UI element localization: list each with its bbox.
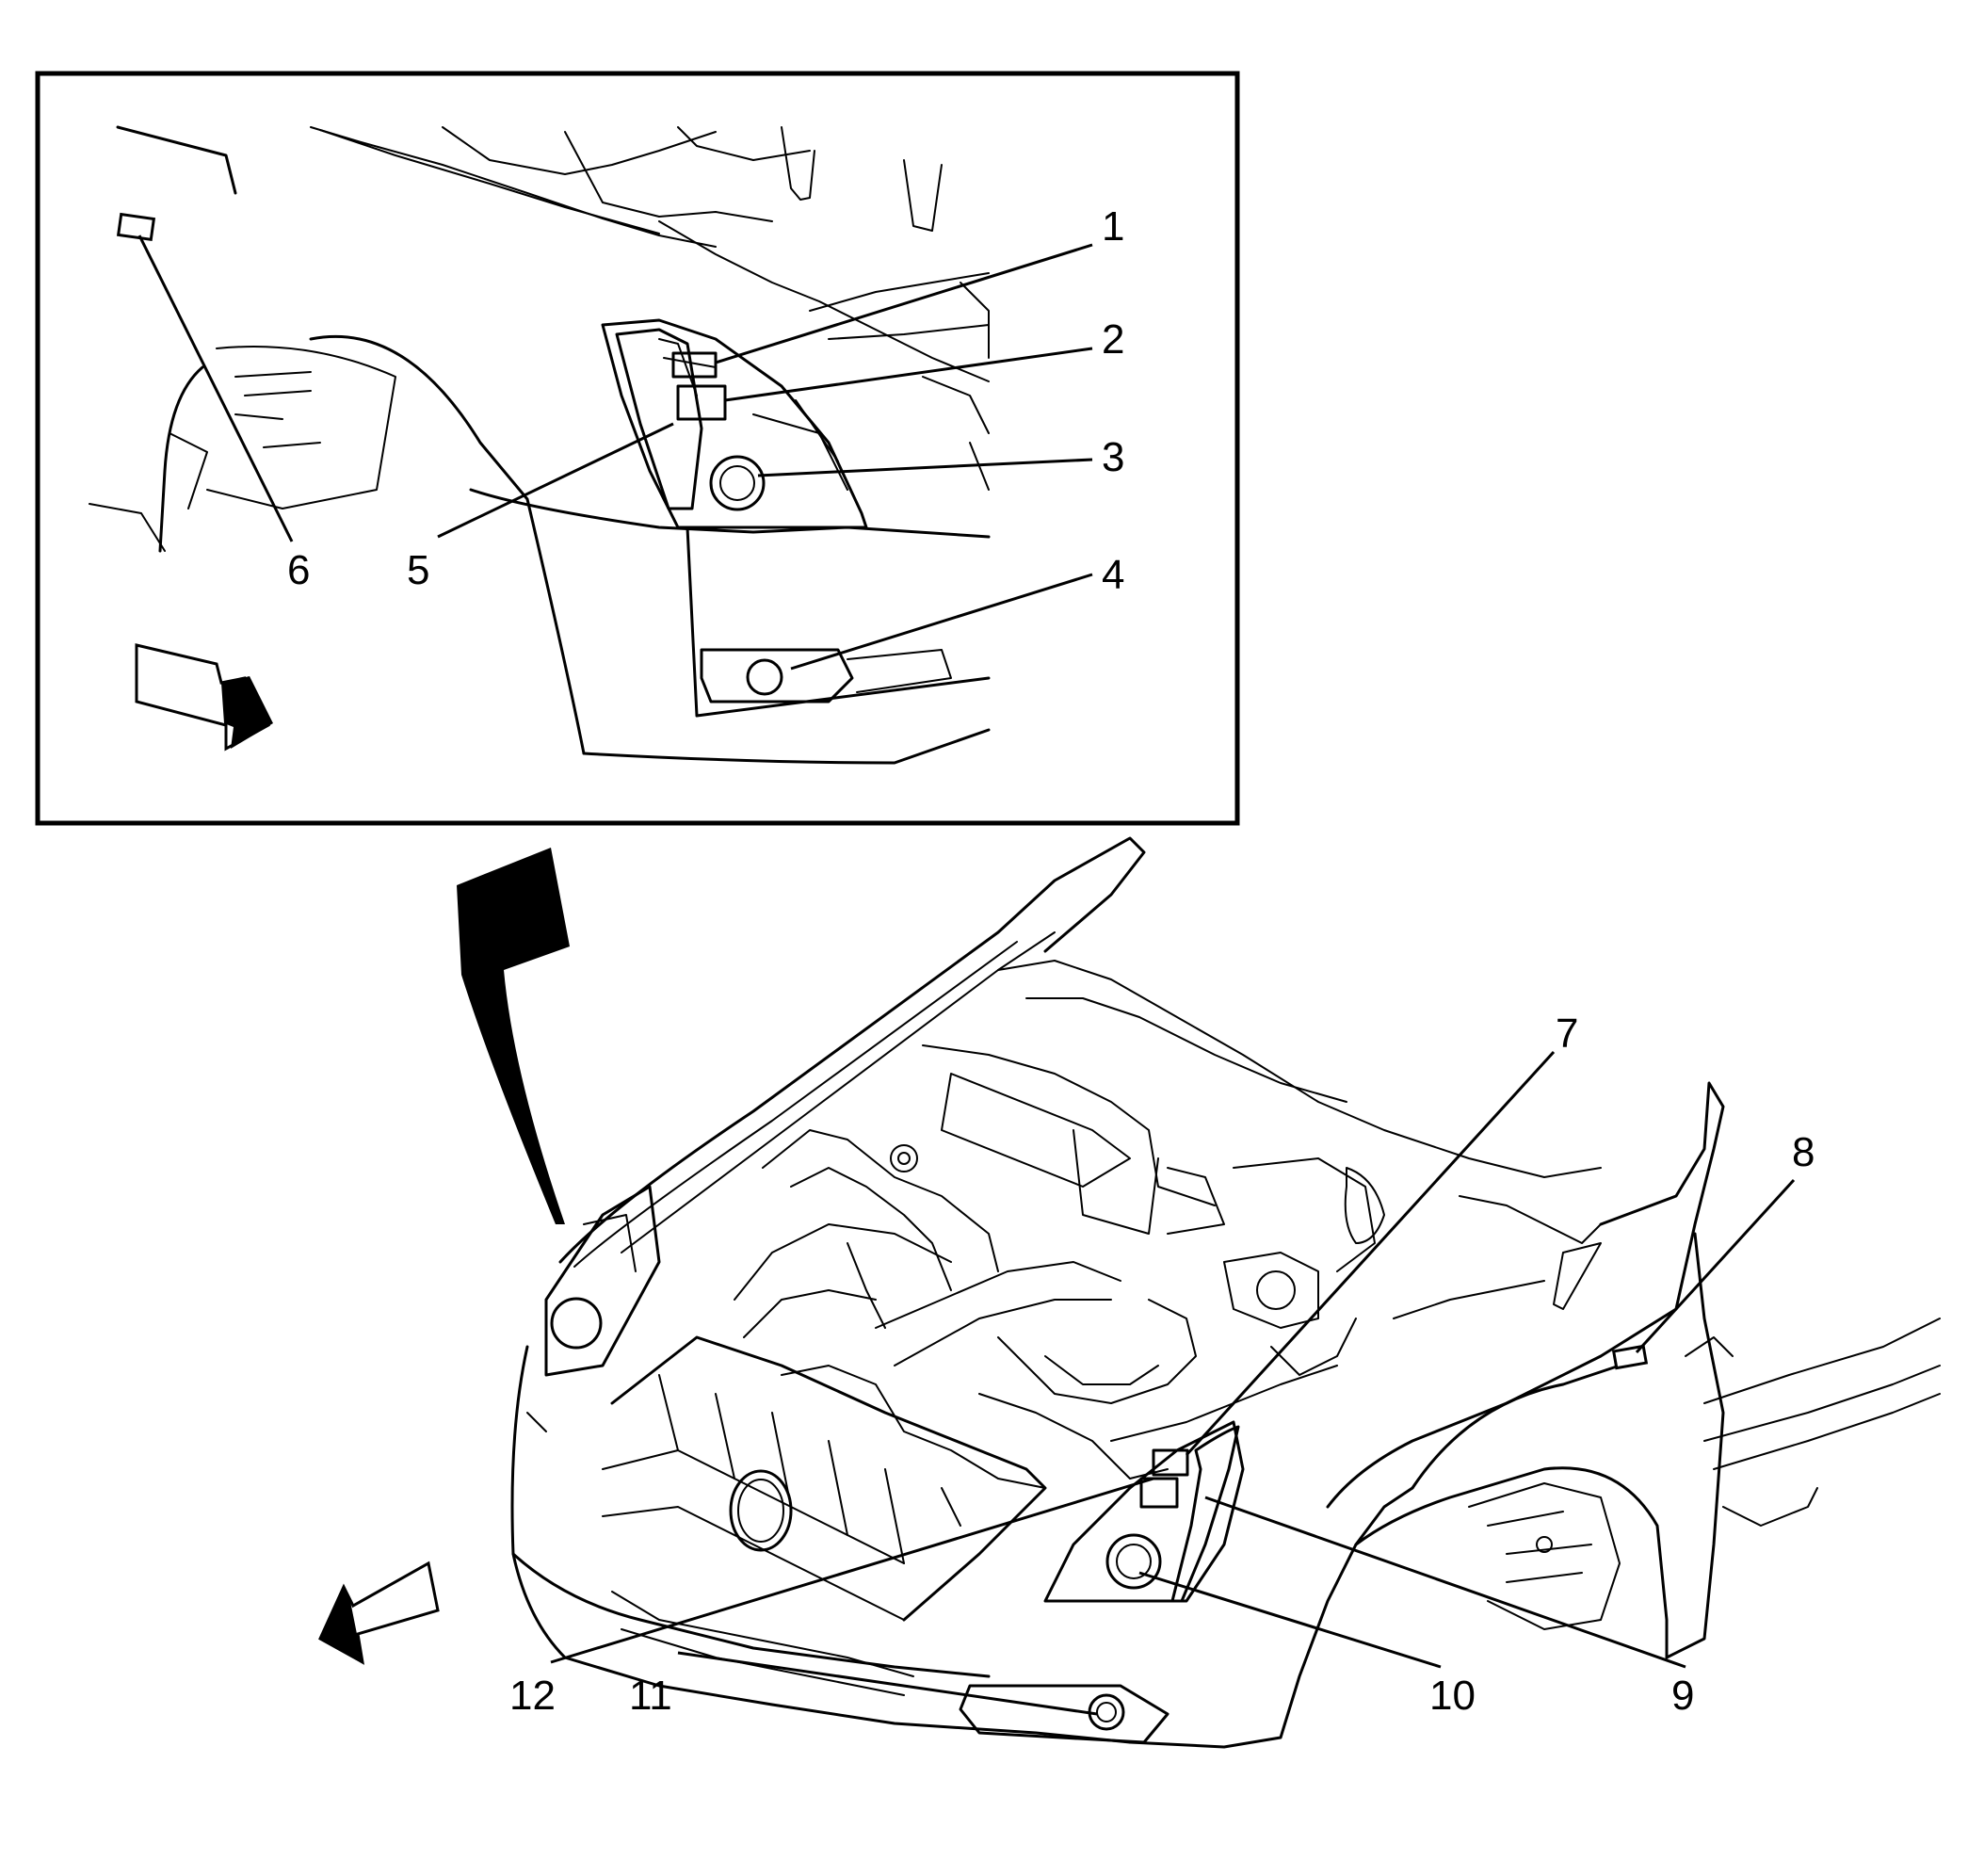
detail-view-curved-arrow-icon [457,848,570,1224]
callout-7: 7 [1556,1011,1578,1057]
callout-6: 6 [287,547,310,593]
inset-fender [89,125,991,765]
callout-11: 11 [629,1673,672,1719]
callout-5: 5 [407,547,429,593]
callout-10: 10 [1429,1673,1476,1719]
engine-compartment [734,960,1602,1489]
callout-9: 9 [1671,1673,1694,1719]
callout-3: 3 [1102,434,1124,480]
right-fender [1326,1081,1941,1659]
forward-direction-arrow-icon [135,643,273,752]
callout-8: 8 [1792,1129,1815,1175]
callout-12: 12 [509,1673,556,1719]
callout-4: 4 [1102,552,1124,598]
forward-direction-arrow-icon [318,1561,440,1665]
hood [558,836,1146,1264]
vehicle-front-view [318,836,1941,1749]
callout-2: 2 [1102,316,1124,363]
detail-inset [35,71,1240,826]
front-fascia [510,1185,1621,1749]
right-headlamp-assembly [1043,1420,1245,1603]
callout-labels: 1 2 3 4 5 6 7 8 9 10 11 12 [287,203,1815,1719]
inset-engine-bay [310,126,990,491]
leader-lines [137,234,1796,1716]
callout-1: 1 [1102,203,1124,250]
